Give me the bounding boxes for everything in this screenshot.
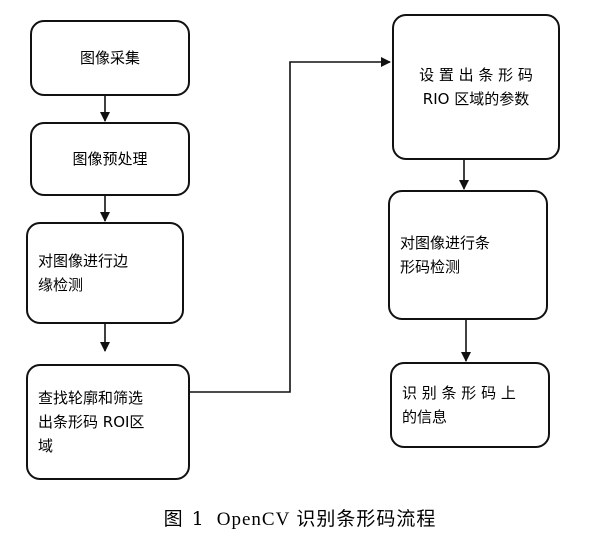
node-barcode-detection: 对图像进行条 形码检测 [388,190,548,320]
node-edge-detection: 对图像进行边 缘检测 [26,222,184,324]
node-image-acquisition: 图像采集 [30,20,190,96]
node-set-rio-params: 设 置 出 条 形 码 RIO 区域的参数 [392,14,560,160]
caption-latin: OpenCV [216,509,291,530]
node-contour-roi: 查找轮廓和筛选 出条形码 ROI区 域 [26,364,190,480]
caption-number: 1 [191,508,205,530]
node-recognize-info: 识 别 条 形 码 上 的信息 [390,362,550,448]
node-image-preprocessing: 图像预处理 [30,122,190,196]
node-label: 识 别 条 形 码 上 的信息 [402,384,516,426]
caption-fig: 图 [163,508,184,530]
node-label: 查找轮廓和筛选 出条形码 ROI区 域 [38,389,145,455]
node-label: 对图像进行条 形码检测 [400,234,491,276]
edge-contour-to-params [190,57,391,393]
node-label: 对图像进行边 缘检测 [38,252,129,294]
node-label: 图像采集 [79,49,140,67]
node-label: 图像预处理 [72,150,148,168]
caption-text: 识别条形码流程 [296,508,437,530]
node-label: 设 置 出 条 形 码 RIO 区域的参数 [419,66,533,108]
